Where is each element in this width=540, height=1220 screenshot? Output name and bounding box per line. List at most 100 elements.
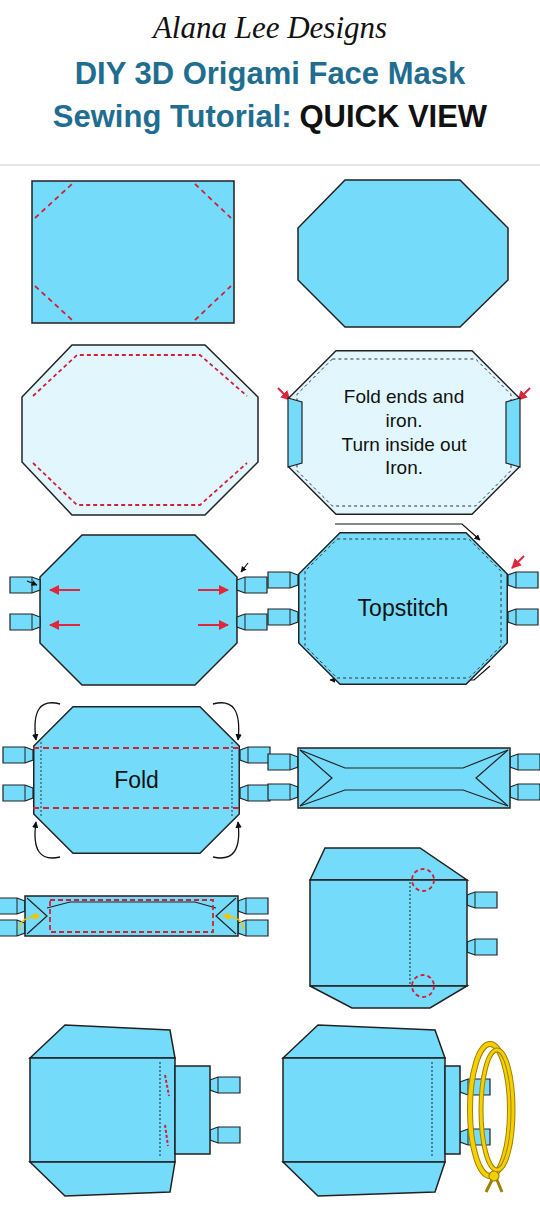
text-stack: Topstitch [358,594,449,623]
finished-mask-part [481,1050,513,1170]
stitched-strip-part [50,900,213,932]
text-stack: Fold [114,766,159,795]
stitched-strip-part [20,916,40,930]
topstitch-tabs-part [508,609,538,625]
stitch-line [297,359,511,506]
title-highlight: QUICK VIEW [299,99,487,134]
finished-mask-part [283,1058,445,1162]
finished-mask-part [470,1044,510,1176]
folded-strip-part [268,784,298,800]
sewn-mask-part [160,1062,161,1158]
sewn-mask-part [210,1077,240,1093]
folded-strip-part-part [300,750,332,806]
finished-mask-part [460,1079,490,1095]
folded-strip-part-part [300,750,508,768]
stitched-strip-part [238,898,268,914]
octagon-fill [34,707,240,854]
pleated-mask-part [310,986,467,1008]
pleated-mask-part [310,848,467,880]
step-instruction: Fold [114,766,159,795]
folded-strip-part-part [476,750,508,806]
sewn-octagon [22,345,258,515]
finished-mask-part [445,1066,460,1154]
finished-mask-part [486,1180,502,1192]
ear-tabs-part-part [50,624,80,626]
pleated-mask-part [310,880,467,986]
folded-strip-part [268,754,298,770]
sewn-mask-part [210,1127,240,1143]
fabric-rectangle-part [35,184,231,320]
ear-tabs-part-part [198,624,228,626]
finished-mask-part [470,1044,510,1176]
fold-tabs-part [3,747,33,763]
header-divider [0,164,540,166]
octagon-fill [299,533,508,685]
sewn-octagon-part [22,345,258,515]
finished-mask-part [283,1162,445,1196]
fold-detail [33,747,240,749]
ear-tabs-part [241,563,248,572]
fold-detail [33,807,240,809]
step-panel: Fold ends and iron.Turn inside outIron. [288,350,520,515]
topstitch-tabs-part [508,572,538,588]
step-panel: Fold [33,706,240,854]
pleated-mask-part [412,869,434,891]
fold-tabs-part [3,785,33,801]
sewn-mask-part [30,1162,175,1196]
brand-name: Alana Lee Designs [0,10,540,46]
ear-tabs-part [50,590,228,625]
stitched-strip [0,896,268,936]
finished-mask-part [283,1025,445,1058]
sewn-octagon-part [33,355,247,505]
fabric-rectangle-part-part [35,286,72,320]
title-block: DIY 3D Origami Face Mask Sewing Tutorial… [35,52,505,139]
fabric-rectangle-part-part [195,286,231,320]
finished-mask-part [432,1062,433,1158]
folded-strip [268,748,540,808]
topstitch-tabs-part [512,556,524,568]
step-panel: Topstitch [298,532,508,685]
fold-detail [41,742,42,818]
ear-tabs-part [10,577,40,593]
sewn-mask [30,1025,240,1196]
folded-strip-part [300,750,508,806]
ear-tabs-part-part [50,589,80,591]
pleated-mask-part [412,975,434,997]
ear-tabs-part [10,614,40,630]
stitched-strip-part [223,916,243,930]
ear-tabs-part [40,535,237,685]
sewn-mask-part [30,1058,175,1162]
step-instruction: Iron. [385,456,423,480]
step-instruction: Turn inside out [342,433,467,457]
ear-tabs-part-part [198,589,228,591]
fold-tabs [3,703,270,858]
sewn-mask-part [30,1025,175,1058]
pleated-mask [310,848,497,1008]
stitch-line [305,539,501,678]
fold-tabs-part [240,785,270,801]
ear-tabs [10,535,267,685]
sewn-mask-part [165,1075,169,1096]
stitched-strip-part [27,898,236,934]
ear-tabs-part [27,581,37,585]
folded-strip-part [298,748,510,808]
stitched-strip-part [0,898,25,914]
fabric-rectangle-part-part [195,184,231,218]
cut-octagon [298,180,508,327]
fold-detail [288,398,302,467]
fold-detail [506,398,520,467]
fold-tabs-part [240,747,270,763]
fold-detail [232,742,233,818]
cut-octagon-part [298,180,508,327]
step-instruction: Topstitch [358,594,449,623]
ear-tabs-part [237,614,267,630]
sewn-mask-part [165,1125,168,1146]
folded-strip-part [510,754,540,770]
folded-strip-part-part [300,790,508,806]
pleated-mask-part [467,892,497,908]
stitched-strip-part-part [47,902,216,908]
text-stack: Fold ends and iron.Turn inside outIron. [329,385,479,480]
finished-mask [283,1025,513,1196]
octagon-fill [289,351,520,515]
